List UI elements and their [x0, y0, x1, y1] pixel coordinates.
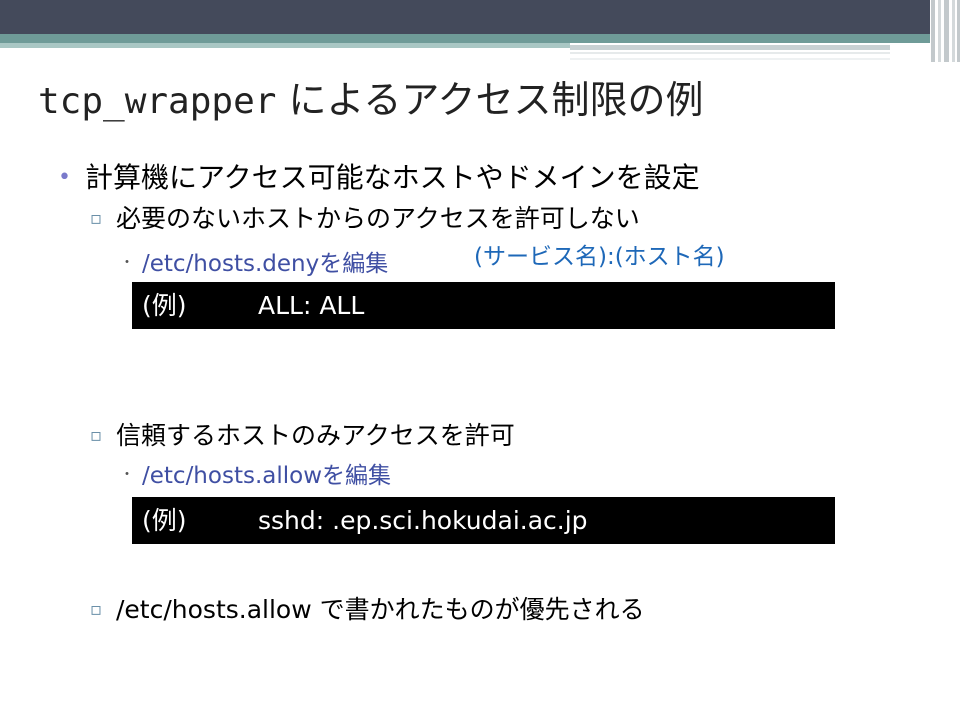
allow-file-text: /etc/hosts.allowを編集: [142, 463, 392, 489]
corner-decoration: [938, 0, 941, 62]
format-annotation: (サービス名):(ホスト名): [474, 244, 725, 270]
header-thin-line: [570, 52, 890, 54]
bullet-icon: •: [58, 165, 71, 190]
deny-example-command: ALL: ALL: [258, 291, 365, 320]
allow-example-box: (例) sshd: .ep.sci.hokudai.ac.jp: [132, 497, 835, 544]
square-bullet-icon: ▫: [90, 425, 103, 446]
square-bullet-icon: ▫: [90, 208, 103, 229]
header-gray-line: [570, 45, 890, 50]
header-thin-line-2: [570, 58, 890, 60]
allow-example-command: sshd: .ep.sci.hokudai.ac.jp: [258, 506, 588, 535]
bullet-deny-file: ・ /etc/hosts.denyを編集: [120, 246, 388, 281]
bullet-deny-heading: ▫ 必要のないホストからのアクセスを許可しない: [90, 201, 640, 237]
bullet-allow-file: ・ /etc/hosts.allowを編集: [120, 458, 391, 493]
header-accent-line-light: [0, 43, 570, 48]
dot-bullet-icon: ・: [120, 255, 134, 271]
corner-decoration: [944, 0, 949, 62]
square-bullet-icon: ▫: [90, 599, 103, 620]
slide-title-text: によるアクセス制限の例: [276, 78, 704, 122]
allow-example-label: (例): [142, 506, 187, 535]
corner-decoration: [952, 0, 955, 62]
header-band: [0, 0, 930, 34]
dot-bullet-icon: ・: [120, 467, 134, 483]
header-accent-line: [0, 34, 930, 43]
deny-heading-text: 必要のないホストからのアクセスを許可しない: [116, 204, 640, 233]
bullet-allow-heading: ▫ 信頼するホストのみアクセスを許可: [90, 418, 515, 454]
slide-title: tcp_wrapper によるアクセス制限の例: [38, 72, 703, 130]
corner-decoration: [957, 0, 960, 62]
priority-note-text: /etc/hosts.allow で書かれたものが優先される: [116, 595, 645, 624]
deny-example-box: (例) ALL: ALL: [132, 282, 835, 329]
bullet-main-text: 計算機にアクセス可能なホストやドメインを設定: [84, 161, 700, 194]
allow-heading-text: 信頼するホストのみアクセスを許可: [116, 421, 515, 450]
deny-example-label: (例): [142, 291, 187, 320]
deny-file-text: /etc/hosts.denyを編集: [142, 251, 389, 277]
corner-decoration: [931, 0, 935, 62]
slide-title-command: tcp_wrapper: [38, 81, 277, 122]
bullet-main: • 計算機にアクセス可能なホストやドメインを設定: [58, 158, 700, 198]
bullet-priority-note: ▫ /etc/hosts.allow で書かれたものが優先される: [90, 592, 645, 628]
